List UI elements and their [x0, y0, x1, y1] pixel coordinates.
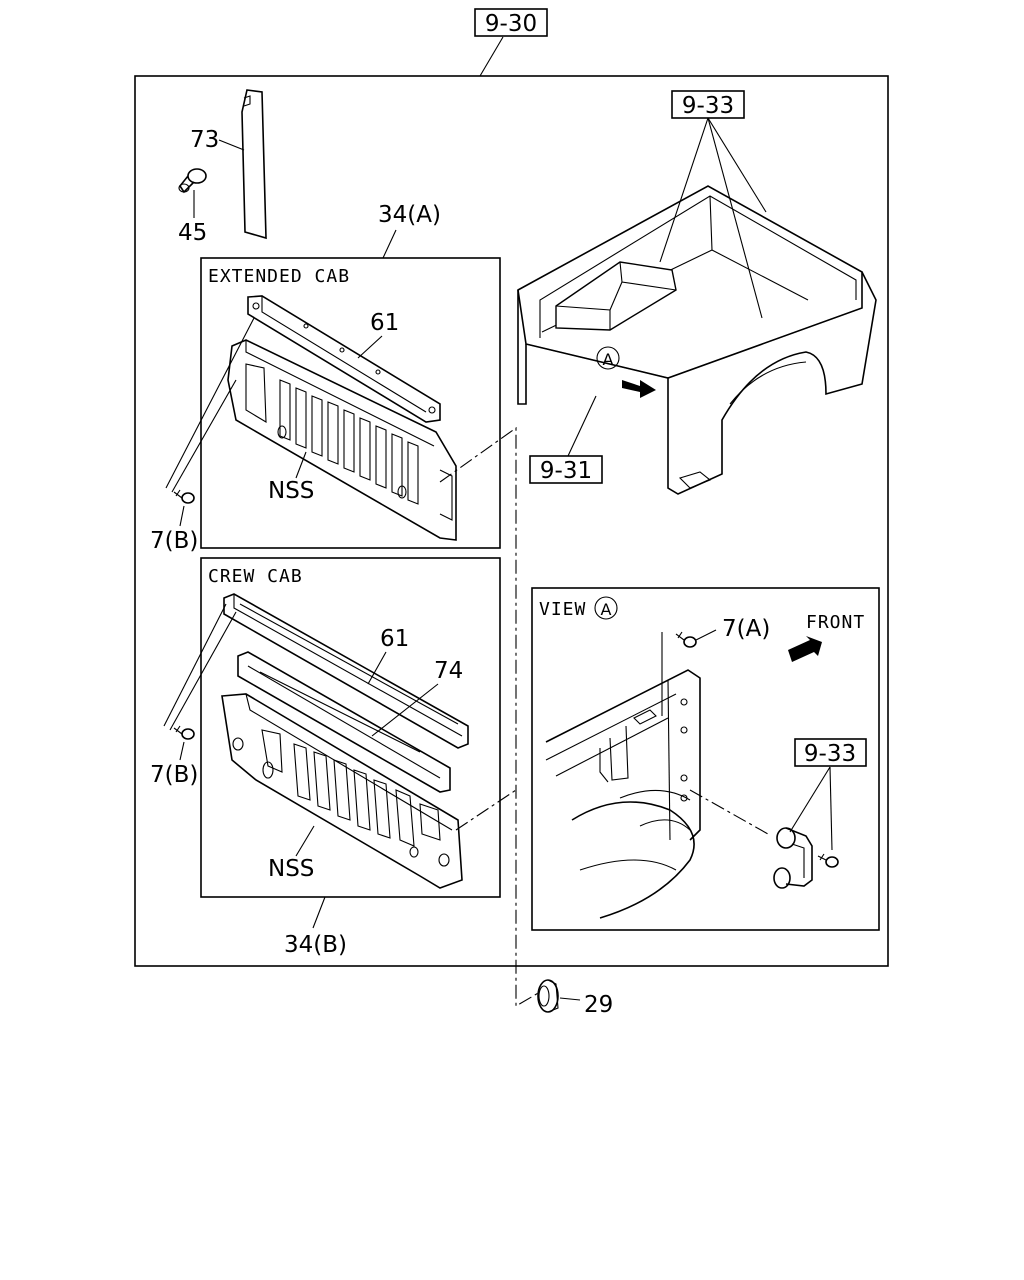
- chain-line-crew: [455, 789, 517, 831]
- clip-part-45: [178, 168, 207, 194]
- hook-bolt: [817, 853, 839, 868]
- bolt-7b-crew: [173, 725, 195, 740]
- leader-61-crew: [367, 651, 387, 685]
- bolt-7a: [675, 631, 697, 648]
- leader-7b-ext-b: [171, 379, 237, 493]
- leader-main: [479, 36, 504, 77]
- label-61-extended: 61: [370, 310, 399, 336]
- leader-7b-crew-b: [169, 611, 237, 731]
- ref-box-main: [474, 8, 548, 37]
- leader-74: [371, 683, 439, 737]
- ref-view-hook: 9-33: [804, 741, 856, 767]
- ref-body: 9-31: [540, 458, 592, 484]
- leader-view-hook-1: [789, 766, 831, 833]
- truck-bed: [517, 185, 877, 495]
- label-74: 74: [434, 658, 463, 684]
- label-29: 29: [584, 992, 613, 1018]
- label-34b: 34(B): [284, 932, 347, 958]
- leader-7b-crew-a: [163, 603, 227, 727]
- grommet-part-29: [537, 979, 559, 1013]
- label-nss-crew: NSS: [268, 856, 314, 882]
- cover-part-74: [237, 651, 451, 793]
- bolt-7b-extended: [173, 489, 195, 504]
- caption-front: FRONT: [806, 612, 865, 633]
- outer-frame: [134, 75, 889, 967]
- chain-line-view: [689, 789, 769, 835]
- view-a-arrow: [622, 380, 656, 398]
- hook-part: [773, 827, 813, 889]
- ref-box-body: [529, 455, 603, 484]
- rail-61-extended: [247, 295, 441, 423]
- label-7b-extended: 7(B): [150, 528, 198, 554]
- leader-hooks-2: [707, 117, 763, 319]
- leader-nss-extended: [295, 451, 307, 479]
- leader-7b-crew: [179, 741, 185, 761]
- leader-hooks-3: [707, 117, 767, 213]
- label-73: 73: [190, 127, 219, 153]
- label-nss-extended: NSS: [268, 478, 314, 504]
- view-a-detail: [545, 669, 701, 919]
- leader-29: [559, 997, 581, 1001]
- leader-61-extended: [357, 335, 383, 359]
- front-arrow: [788, 636, 822, 662]
- strip-part-73: [241, 89, 267, 240]
- view-a-marker-letter: A: [603, 350, 614, 369]
- view-a-title-circle: [594, 596, 618, 620]
- leader-7b-ext-a: [165, 317, 255, 489]
- label-45: 45: [178, 220, 207, 246]
- caption-view: VIEW: [539, 599, 586, 620]
- leader-73: [218, 139, 245, 151]
- panel-nss-crew: [221, 693, 463, 889]
- crew-cab-box: [200, 557, 501, 898]
- label-34a: 34(A): [378, 202, 441, 228]
- leader-hooks-1: [659, 117, 709, 263]
- label-7b-crew: 7(B): [150, 762, 198, 788]
- view-a-box: [531, 587, 880, 931]
- leader-view-hook-2: [829, 766, 833, 851]
- rail-61-crew: [223, 593, 469, 749]
- leader-34a: [382, 229, 397, 259]
- leader-34b: [312, 896, 326, 929]
- ref-hooks: 9-33: [682, 93, 734, 119]
- leader-nss-crew: [295, 825, 315, 857]
- panel-nss-extended: [227, 339, 457, 541]
- caption-extended-cab: EXTENDED CAB: [208, 266, 350, 287]
- leader-body: [567, 395, 597, 457]
- chain-line-panels: [439, 426, 541, 1007]
- leader-7a: [695, 629, 717, 641]
- label-7a: 7(A): [722, 616, 770, 642]
- label-61-crew: 61: [380, 626, 409, 652]
- caption-crew-cab: CREW CAB: [208, 566, 303, 587]
- ref-main: 9-30: [485, 11, 537, 37]
- extended-cab-box: [200, 257, 501, 549]
- view-a-marker: [596, 346, 620, 370]
- view-a-title-letter: A: [601, 600, 612, 619]
- leader-7b-extended: [179, 505, 185, 527]
- ref-box-view-hook: [794, 738, 867, 767]
